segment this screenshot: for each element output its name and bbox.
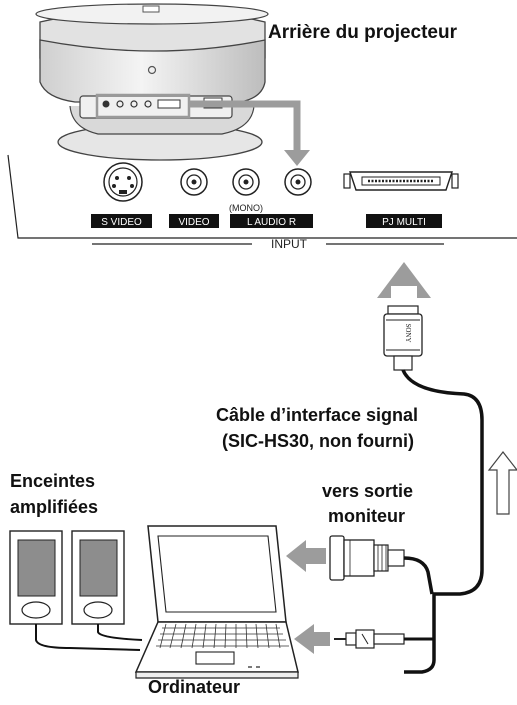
laptop	[134, 525, 299, 679]
audio-label-plate	[230, 214, 313, 228]
connector-brand: SONY	[404, 323, 412, 342]
monitor-label-line2: moniteur	[328, 506, 406, 526]
pj-multi-port	[343, 171, 459, 191]
up-arrow	[377, 262, 431, 298]
projector	[35, 3, 269, 161]
s-video-label-plate	[91, 214, 152, 228]
s-video-label: S VIDEO	[101, 217, 142, 228]
audio-plug	[334, 629, 434, 649]
cable-label-line2: (SIC-HS30, non fourni)	[222, 431, 414, 451]
speaker-cable-left	[35, 624, 141, 651]
speakers-label-line1: Enceintes	[10, 471, 96, 491]
cable-label-line1: Câble d’interface signal	[216, 405, 419, 425]
input-label: INPUT	[271, 237, 308, 251]
projector-rear-label: Arrière du projecteur	[268, 22, 457, 43]
speaker-left	[9, 530, 63, 625]
audio-port-arrow	[294, 624, 330, 654]
s-video-port	[103, 162, 143, 202]
pj-multi-label: PJ MULTI	[382, 217, 426, 228]
monitor-port-arrow	[286, 540, 326, 572]
signal-cable	[401, 369, 484, 674]
pj-multi-connector: SONY	[383, 305, 423, 371]
audio-label: L AUDIO R	[247, 217, 296, 228]
audio-r-port	[284, 168, 312, 196]
zoom-arrow	[189, 100, 310, 166]
audio-l-port	[232, 168, 260, 196]
speaker-cable-right	[97, 624, 143, 641]
monitor-label-line1: vers sortie	[322, 481, 414, 501]
speaker-right	[71, 530, 125, 625]
outline-up-arrow	[487, 451, 517, 515]
video-label: VIDEO	[178, 217, 209, 228]
video-label-plate	[169, 214, 219, 228]
computer-label: Ordinateur	[148, 677, 241, 697]
video-port	[180, 168, 208, 196]
vga-connector	[329, 535, 434, 595]
input-panel: S VIDEO VIDEO (MONO) L AUDIO R PJ MULTI …	[7, 154, 517, 251]
pj-multi-label-plate	[366, 214, 442, 228]
mono-label: (MONO)	[229, 203, 263, 213]
speakers-label-line2: amplifiées	[10, 497, 99, 517]
